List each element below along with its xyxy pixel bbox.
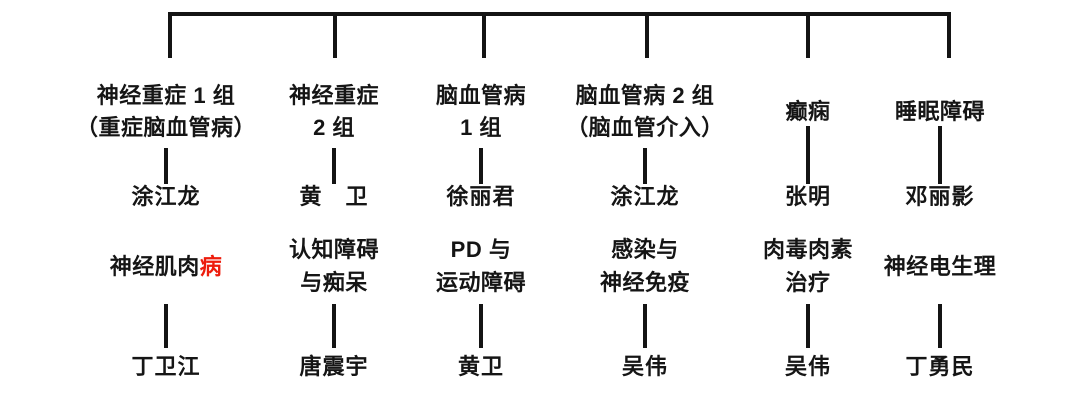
- subspecialty-title-line: PD 与: [451, 233, 512, 266]
- subspecialty-leader-name: 唐震宇: [299, 354, 369, 379]
- group-title: 脑血管病 2 组 （脑血管介入）: [535, 76, 755, 148]
- group-leader-connector: [332, 148, 336, 184]
- group-title-line: 神经重症: [289, 80, 379, 112]
- subspecialty-title-line: 治疗: [785, 266, 830, 299]
- group-title: 神经重症 1 组 （重症脑血管病）: [56, 76, 276, 148]
- tree-rail: [168, 12, 951, 16]
- text-part: 运动障碍: [435, 270, 526, 295]
- tree-branch-drop: [482, 14, 486, 58]
- group-leader-connector: [643, 148, 647, 184]
- subspecialty-title-line: 肉毒肉素: [763, 233, 853, 266]
- subspecialty-title-line: 神经肌肉病: [110, 250, 223, 283]
- text-part: 睡眠障碍: [894, 99, 985, 124]
- text-part: （脑血管介入）: [566, 115, 724, 140]
- subspecialty-leader-connector: [332, 304, 336, 348]
- subspecialty-title: 神经肌肉病: [56, 230, 276, 302]
- text-part: 癫痫: [785, 99, 831, 124]
- group-title: 脑血管病 1 组: [371, 76, 591, 148]
- group-title-line: 神经重症 1 组: [97, 80, 235, 112]
- group-title: 神经重症 2 组: [224, 76, 444, 148]
- group-title-line: 癫痫: [785, 96, 830, 128]
- text-part: 脑血管病 2 组: [575, 83, 715, 108]
- tree-branch-drop: [333, 14, 337, 58]
- subspecialty-leader-name: 吴伟: [621, 354, 668, 379]
- text-part: 与痴呆: [300, 270, 368, 295]
- subspecialty-title-line: 神经免疫: [600, 266, 690, 299]
- text-part: 1 组: [460, 115, 502, 140]
- subspecialty-title: PD 与运动障碍: [371, 230, 591, 302]
- subspecialty-title-line: 运动障碍: [436, 266, 526, 299]
- subspecialty-title-line: 认知障碍: [289, 233, 379, 266]
- group-title: 睡眠障碍: [830, 76, 1050, 148]
- subspecialty-leader-name: 丁卫江: [131, 354, 201, 379]
- subspecialty-title: 感染与神经免疫: [535, 230, 755, 302]
- text-part: 肉毒肉素: [762, 237, 853, 262]
- text-part: 认知障碍: [288, 237, 379, 262]
- group-title-line: 睡眠障碍: [895, 96, 985, 128]
- text-part: （重症脑血管病）: [75, 115, 256, 140]
- group-leader-connector: [806, 126, 810, 184]
- text-part: 2 组: [313, 115, 355, 140]
- group-leader-connector: [479, 148, 483, 184]
- group-leader-connector: [164, 148, 168, 184]
- text-part: 神经肌肉: [109, 253, 200, 279]
- subspecialty-leader-connector: [164, 304, 168, 348]
- highlight-red-text: 病: [199, 253, 223, 279]
- subspecialty-title: 认知障碍与痴呆: [224, 230, 444, 302]
- group-leader-name: 黄 卫: [299, 184, 369, 209]
- text-part: 神经重症: [288, 83, 379, 108]
- subspecialty-leader-connector: [643, 304, 647, 348]
- group-title: 癫痫: [698, 76, 918, 148]
- subspecialty-leader-connector: [479, 304, 483, 348]
- tree-branch-drop: [947, 14, 951, 58]
- group-title-line: 1 组: [460, 112, 502, 144]
- group-leader-name: 涂江龙: [131, 184, 201, 209]
- subspecialty-leader-name: 吴伟: [784, 354, 831, 379]
- subspecialty-title-line: 神经电生理: [884, 250, 997, 283]
- tree-branch-drop: [168, 14, 172, 58]
- subspecialty-leader-name: 丁勇民: [905, 354, 975, 379]
- text-part: 治疗: [785, 270, 831, 295]
- group-title-line: 2 组: [313, 112, 355, 144]
- text-part: 神经电生理: [883, 253, 997, 279]
- subspecialty-title: 神经电生理: [830, 230, 1050, 302]
- subspecialty-leader-name: 黄卫: [457, 354, 504, 379]
- group-title-line: （重症脑血管病）: [76, 112, 256, 144]
- subspecialty-title-line: 与痴呆: [300, 266, 368, 299]
- subspecialty-leader-connector: [938, 304, 942, 348]
- text-part: 感染与: [611, 237, 679, 262]
- text-part: PD 与: [450, 237, 512, 262]
- group-title-line: 脑血管病: [436, 80, 526, 112]
- text-part: 神经免疫: [599, 270, 690, 295]
- tree-branch-drop: [806, 14, 810, 58]
- subspecialty-title: 肉毒肉素治疗: [698, 230, 918, 302]
- group-leader-name: 邓丽影: [905, 184, 975, 209]
- group-leader-connector: [938, 126, 942, 184]
- group-title-line: 脑血管病 2 组: [576, 80, 714, 112]
- group-leader-name: 徐丽君: [446, 184, 516, 209]
- text-part: 脑血管病: [435, 83, 526, 108]
- subspecialty-leader-connector: [806, 304, 810, 348]
- text-part: 神经重症 1 组: [96, 83, 236, 108]
- group-leader-name: 张明: [784, 184, 831, 209]
- group-leader-name: 涂江龙: [610, 184, 680, 209]
- tree-branch-drop: [645, 14, 649, 58]
- group-title-line: （脑血管介入）: [566, 112, 724, 144]
- subspecialty-title-line: 感染与: [611, 233, 679, 266]
